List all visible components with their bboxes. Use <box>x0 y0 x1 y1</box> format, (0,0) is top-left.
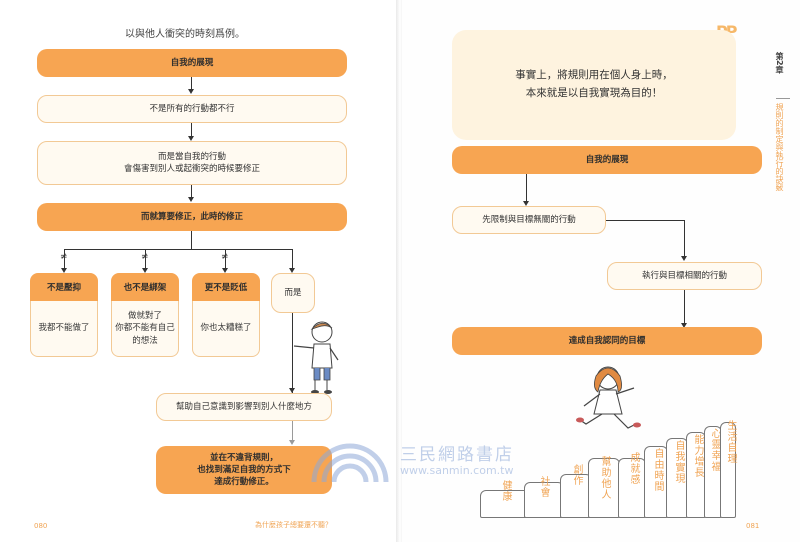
book-gutter <box>396 0 404 542</box>
arrow-down-icon <box>523 201 529 206</box>
callout-note: 事實上，將規則用在個人身上時， 本來就是以自我實現為目的！ <box>452 30 736 140</box>
pillar-label: 創作 <box>571 464 582 486</box>
chapter-number: 第2章 <box>775 52 784 74</box>
arrow-down-icon <box>289 388 295 393</box>
chapter-divider <box>776 98 790 99</box>
option-card-not-belittle: 更不是貶低 你也太糟糕了 <box>192 273 260 357</box>
watermark-url: www.sanmin.com.tw <box>400 464 514 477</box>
pillar-label: 能力增長 <box>692 434 703 478</box>
callout-line: 本來就是以自我實現為目的！ <box>525 87 663 99</box>
flow-box-line: 並在不違背規則， <box>209 452 278 463</box>
flow-box-line: 達成行動修正。 <box>214 477 274 488</box>
flow-box-help-aware: 幫助自己意識到影響到別人什麼地方 <box>156 393 332 421</box>
pillar-label: 社會 <box>538 476 549 498</box>
pillar-label: 健康 <box>500 480 511 502</box>
pillar-step <box>720 422 736 518</box>
option-card-not-suppress: 不是壓抑 我都不能做了 <box>30 273 98 357</box>
pillar-step <box>644 446 668 518</box>
pillar-label: 自我實現 <box>673 440 684 484</box>
pillar-label: 生活自理 <box>725 420 736 464</box>
arrow-down-icon <box>681 256 687 261</box>
flow-box-achieve-goal: 達成自我認同的目標 <box>452 327 762 355</box>
card-title: 不是壓抑 <box>30 273 98 301</box>
card-body: 做就對了 你都不能有自己 的想法 <box>111 301 179 357</box>
arrow-down-icon <box>222 268 228 273</box>
arrow-down-icon <box>142 268 148 273</box>
blocked-mark-icon: ≠ <box>60 252 68 262</box>
blocked-mark-icon: ≠ <box>221 252 229 262</box>
rainbow-logo-icon <box>311 443 389 483</box>
child-pointing-illustration <box>293 321 339 394</box>
flow-box-limit-unrelated: 先限制與目標無關的行動 <box>452 206 606 234</box>
flow-box-self-expression-right: 自我的展現 <box>452 146 762 174</box>
callout-line: 事實上，將規則用在個人身上時， <box>515 69 673 82</box>
left-page: 以與他人衝突的時刻爲例。 自我的展現 不是所有的行動都不行 而是當自我的行動 會… <box>0 0 398 542</box>
pillar-label: 心靈幸福 <box>709 428 720 472</box>
option-card-but: 而是 <box>271 273 315 313</box>
pillar-label: 成就感 <box>628 452 639 485</box>
flow-box-line: 而是當自我的行動 <box>157 151 226 162</box>
arrow-down-icon <box>289 440 295 445</box>
arrow-down-icon <box>61 268 67 273</box>
flow-box-not-all-actions: 不是所有的行動都不行 <box>37 95 347 123</box>
arrow-down-icon <box>188 136 194 141</box>
card-title: 也不是綁架 <box>111 273 179 301</box>
card-body: 我都不能做了 <box>30 301 98 357</box>
pillar-step <box>588 458 620 518</box>
chapter-title: 規則的制定與執行的訣竅 <box>775 103 784 191</box>
flow-box-correction: 而就算要修正，此時的修正 <box>37 203 347 231</box>
pillar-label: 自由時間 <box>652 448 663 492</box>
girl-jumping-illustration <box>576 366 641 429</box>
watermark-text: 三民網路書店 <box>400 445 514 465</box>
arrow-down-icon <box>681 323 687 328</box>
flow-box-execute-related: 執行與目標相關的行動 <box>607 262 762 290</box>
page-number: 081 <box>746 522 760 530</box>
pillar-steps: 健康 社會 創作 幫助他人 成就感 自由時間 自我實現 能力增長 心靈幸福 生活… <box>470 418 770 518</box>
page-number: 080 <box>34 522 48 530</box>
flow-box-achieve-correction: 並在不違背規則， 也找到滿足自我的方式下 達成行動修正。 <box>156 446 332 494</box>
pillar-label: 幫助他人 <box>599 456 610 500</box>
pillar-step <box>524 482 564 518</box>
intro-text: 以與他人衝突的時刻爲例。 <box>125 29 245 40</box>
watermark: 三民網路書店 www.sanmin.com.tw <box>290 440 590 490</box>
flow-box-line: 會傷害到別人或起衝突的時候要修正 <box>123 164 260 174</box>
arrow-down-icon <box>188 89 194 94</box>
running-footer: 為什麼孩子總要還不聽？ <box>255 521 332 529</box>
option-card-not-kidnap: 也不是綁架 做就對了 你都不能有自己 的想法 <box>111 273 179 357</box>
arrow-down-icon <box>289 268 295 273</box>
flow-box-self-expression: 自我的展現 <box>37 49 347 77</box>
card-title: 更不是貶低 <box>192 273 260 301</box>
blocked-mark-icon: ≠ <box>141 252 149 262</box>
arrow-down-icon <box>188 197 194 202</box>
flow-box-when-conflict: 而是當自我的行動 會傷害到別人或起衝突的時候要修正 <box>37 141 347 185</box>
flow-box-line: 也找到滿足自我的方式下 <box>197 464 291 475</box>
card-body: 你也太糟糕了 <box>192 301 260 357</box>
chapter-tab: 第2章 規則的制定與執行的訣竅 <box>774 52 796 213</box>
pillar-step <box>560 474 592 518</box>
